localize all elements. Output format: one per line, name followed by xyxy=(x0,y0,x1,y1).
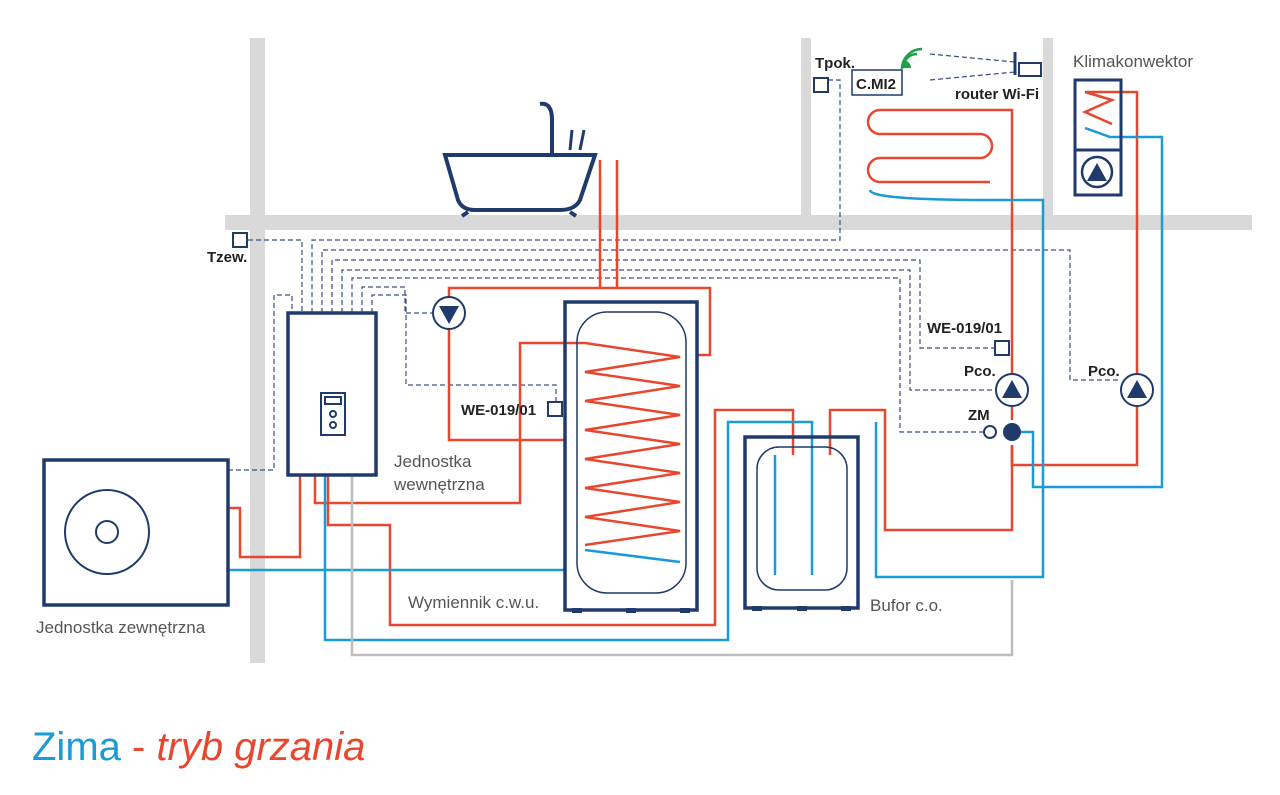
wifi-icon xyxy=(900,47,923,70)
pco-label-1: Pco. xyxy=(964,363,996,380)
cmi2-module xyxy=(851,69,903,96)
pump-floor xyxy=(995,373,1029,407)
indoor-unit-label-2: wewnętrzna xyxy=(393,475,485,494)
walls xyxy=(225,38,1252,663)
we019-right-sensor xyxy=(994,340,1010,356)
zm-label: ZM xyxy=(968,407,990,424)
router-icon xyxy=(1013,52,1042,77)
pump-dhw xyxy=(432,296,466,330)
dhw-tank xyxy=(563,300,699,613)
pco-label-2: Pco. xyxy=(1088,363,1120,380)
return-pipe xyxy=(350,475,1014,657)
title-separator: - xyxy=(121,725,157,769)
hot-pipes xyxy=(228,90,1139,627)
tpok-sensor xyxy=(813,77,829,93)
outdoor-unit-label: Jednostka zewnętrzna xyxy=(36,618,206,637)
cold-pipes xyxy=(228,126,1164,642)
cmi2-label: C.MI2 xyxy=(856,76,896,93)
indoor-unit-label-1: Jednostka xyxy=(394,452,472,471)
title-season: Zima xyxy=(32,725,122,769)
fan-coil xyxy=(1073,78,1123,197)
we019-right-label: WE-019/01 xyxy=(927,320,1002,337)
control-wiring xyxy=(228,53,1120,471)
we019-left-label: WE-019/01 xyxy=(461,402,536,419)
router-label: router Wi-Fi xyxy=(955,86,1039,103)
tzew-sensor xyxy=(232,232,248,248)
mixing-valve xyxy=(983,423,1021,441)
page-title: Zima - tryb grzania xyxy=(32,725,365,769)
outdoor-unit xyxy=(42,458,230,607)
indoor-unit xyxy=(286,311,378,477)
title-mode: tryb grzania xyxy=(156,725,365,769)
tpok-label: Tpok. xyxy=(815,55,855,72)
exchanger-label: Wymiennik c.w.u. xyxy=(408,593,539,612)
klimakonwektor-label: Klimakonwektor xyxy=(1073,52,1193,71)
tzew-label: Tzew. xyxy=(207,249,247,266)
buffer-label: Bufor c.o. xyxy=(870,596,943,615)
buffer-tank xyxy=(743,435,860,611)
we019-left-sensor xyxy=(547,401,563,417)
pump-convector xyxy=(1120,373,1154,407)
bathtub xyxy=(442,101,598,218)
